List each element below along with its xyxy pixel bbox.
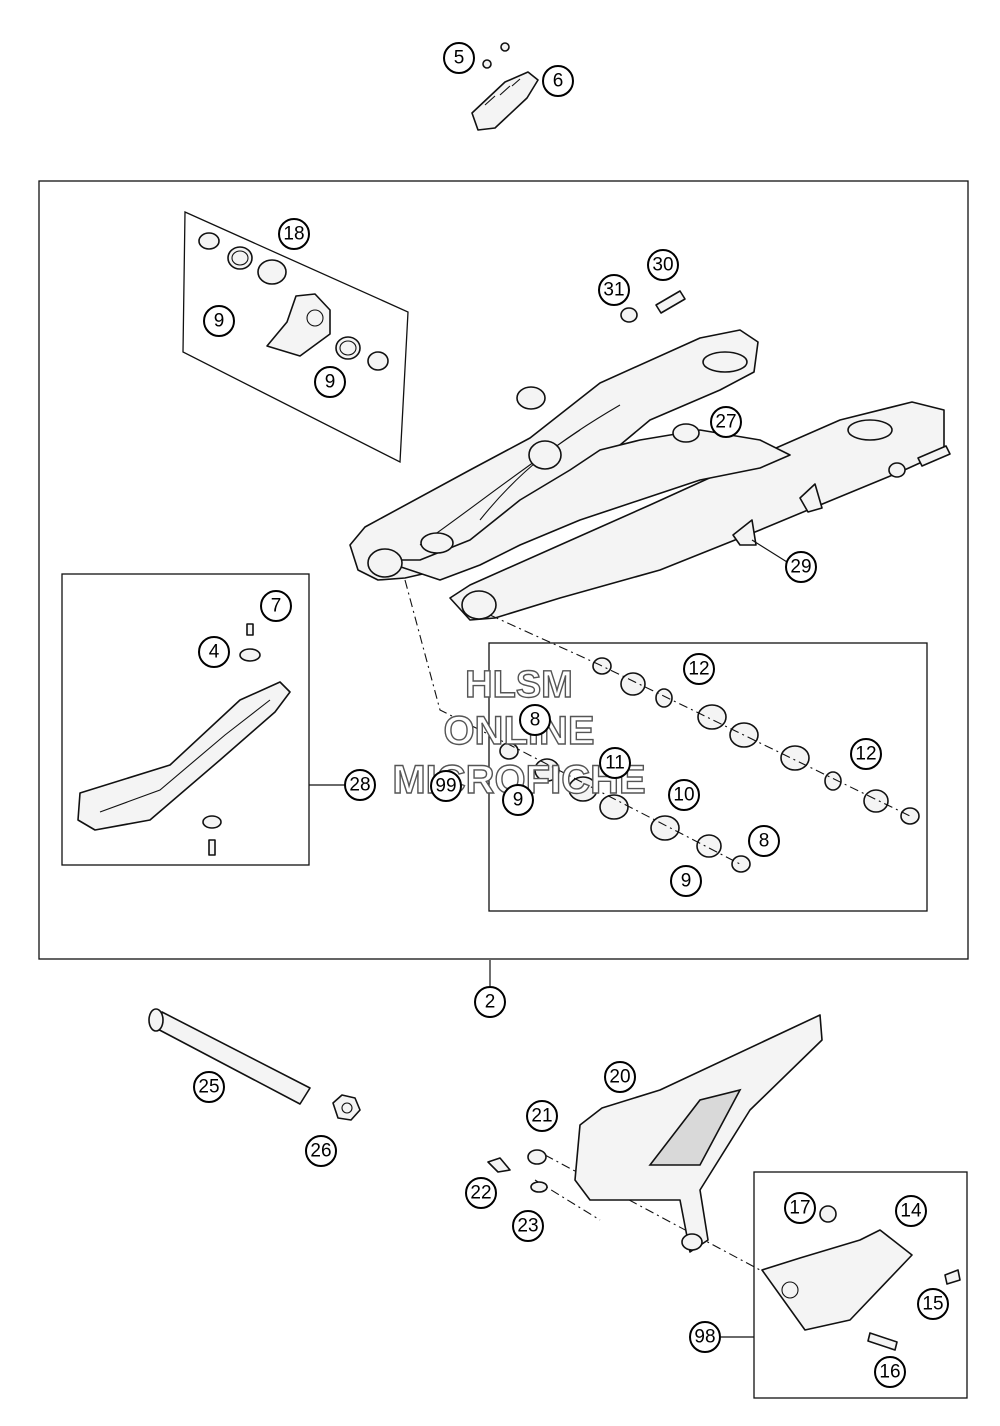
callout-9-kit-c: 9 (502, 784, 534, 816)
chain-adjuster-parts (620, 290, 686, 323)
callout-16: 16 (874, 1356, 906, 1388)
swingarm-part (349, 329, 945, 621)
callout-6: 6 (542, 65, 574, 97)
svg-text:28: 28 (349, 775, 370, 796)
svg-text:12: 12 (688, 659, 709, 680)
bolt-22-washer-23-nut-21 (487, 1149, 548, 1193)
callout-26: 26 (305, 1135, 337, 1167)
callout-28: 28 (344, 769, 376, 801)
chain-guide-part (471, 42, 539, 131)
callout-9-kit18-b: 9 (314, 366, 346, 398)
bearing-kit-frame (488, 642, 928, 912)
callout-21: 21 (526, 1100, 558, 1132)
swingarm-axle-part (148, 1008, 311, 1105)
callout-23: 23 (512, 1210, 544, 1242)
svg-text:17: 17 (789, 1198, 810, 1219)
svg-text:9: 9 (214, 311, 225, 332)
svg-text:5: 5 (454, 48, 465, 69)
svg-text:11: 11 (605, 753, 625, 774)
svg-text:14: 14 (900, 1201, 922, 1222)
callout-5: 5 (443, 42, 475, 74)
axis-line-right (489, 614, 911, 817)
chain-guard-20-part (574, 1014, 823, 1253)
svg-text:31: 31 (603, 280, 624, 301)
kit-18-parts (198, 232, 389, 371)
svg-text:16: 16 (879, 1362, 900, 1383)
svg-text:98: 98 (694, 1327, 715, 1348)
callout-8-b: 8 (748, 825, 780, 857)
callout-99: 99 (430, 770, 462, 802)
svg-text:12: 12 (855, 744, 876, 765)
callout-27: 27 (710, 406, 742, 438)
callout-14: 14 (895, 1195, 927, 1227)
adjuster-pin-parts (888, 445, 951, 478)
callout-12-b: 12 (850, 738, 882, 770)
chain-guide-14-part (761, 1205, 961, 1351)
svg-text:8: 8 (530, 710, 541, 731)
svg-text:8: 8 (759, 831, 770, 852)
callout-10: 10 (668, 779, 700, 811)
callout-12-a: 12 (683, 653, 715, 685)
svg-text:30: 30 (652, 255, 673, 276)
axle-nut-part (332, 1094, 361, 1121)
svg-text:2: 2 (485, 992, 496, 1013)
svg-text:9: 9 (513, 790, 524, 811)
callout-98: 98 (689, 1321, 721, 1353)
watermark: HLSM ONLINE MICROFICHE (392, 663, 647, 802)
svg-text:9: 9 (325, 372, 336, 393)
callout-30: 30 (647, 249, 679, 281)
watermark-line1: HLSM (465, 664, 573, 706)
svg-text:15: 15 (922, 1294, 943, 1315)
svg-text:29: 29 (790, 557, 811, 578)
callout-18: 18 (278, 218, 310, 250)
svg-text:25: 25 (198, 1077, 219, 1098)
callout-17: 17 (784, 1192, 816, 1224)
watermark-line2: ONLINE (443, 709, 594, 753)
svg-text:26: 26 (310, 1141, 331, 1162)
svg-text:4: 4 (209, 642, 220, 663)
svg-text:18: 18 (283, 224, 304, 245)
callout-31: 31 (598, 274, 630, 306)
kit-18-frame (182, 211, 409, 464)
callout-9-kit-d: 9 (670, 865, 702, 897)
svg-text:22: 22 (470, 1183, 491, 1204)
svg-text:9: 9 (681, 871, 692, 892)
svg-text:21: 21 (531, 1106, 552, 1127)
svg-text:10: 10 (673, 785, 694, 806)
svg-text:20: 20 (609, 1067, 630, 1088)
bushing-27-part (672, 423, 700, 443)
svg-text:99: 99 (435, 776, 456, 797)
callout-22: 22 (465, 1177, 497, 1209)
kit-28-frame (61, 573, 310, 866)
callout-15: 15 (917, 1288, 949, 1320)
callout-25: 25 (193, 1071, 225, 1103)
kit-98-frame (753, 1171, 968, 1399)
callout-7: 7 (260, 590, 292, 622)
callout-20: 20 (604, 1061, 636, 1093)
svg-text:27: 27 (715, 412, 736, 433)
swingarm-assembly-frame (38, 180, 969, 960)
callout-8-a: 8 (519, 704, 551, 736)
svg-text:6: 6 (553, 71, 564, 92)
callout-4: 4 (198, 636, 230, 668)
svg-text:7: 7 (271, 596, 282, 617)
callout-29: 29 (785, 551, 817, 583)
callout-11: 11 (599, 747, 631, 779)
axis-line-left (404, 579, 741, 865)
svg-text:23: 23 (517, 1216, 538, 1237)
callout-2: 2 (474, 986, 506, 1018)
chain-slider-28-part (77, 623, 291, 856)
callout-9-kit18-a: 9 (203, 305, 235, 337)
